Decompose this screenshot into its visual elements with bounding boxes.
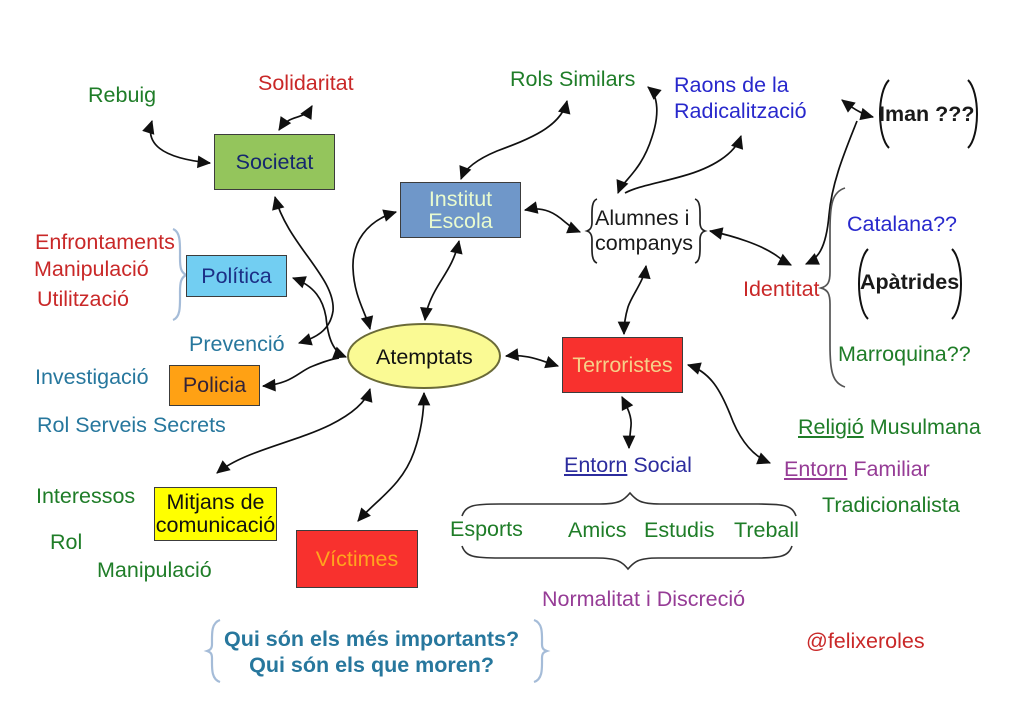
svg-text:Atemptats: Atemptats [376,345,473,369]
